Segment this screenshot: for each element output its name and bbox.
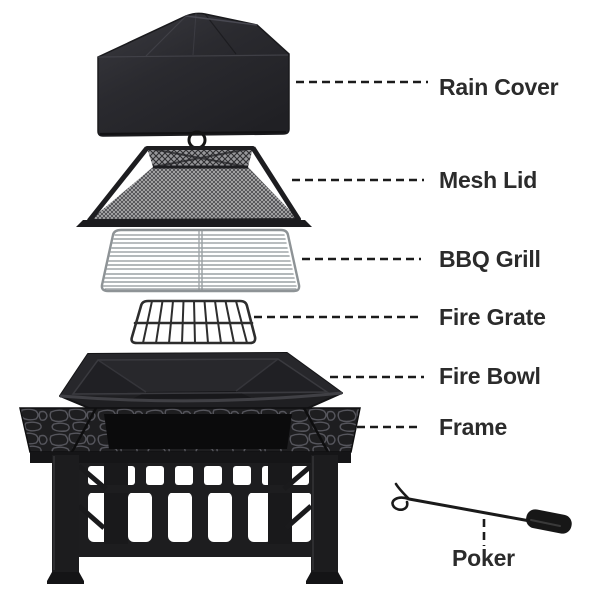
frame-illustration (19, 407, 361, 584)
rain-cover-illustration (97, 12, 290, 137)
label-fire-bowl: Fire Bowl (439, 363, 541, 389)
bbq-grill-illustration (100, 228, 301, 293)
label-bbq-grill: BBQ Grill (439, 246, 541, 272)
poker-illustration (391, 482, 572, 534)
label-poker: Poker (452, 545, 515, 571)
label-mesh-lid: Mesh Lid (439, 167, 538, 193)
label-rain-cover: Rain Cover (439, 74, 559, 100)
label-fire-grate: Fire Grate (439, 304, 546, 330)
fire-grate-illustration (130, 299, 257, 345)
mesh-lid-illustration (76, 130, 312, 227)
label-frame: Frame (439, 414, 508, 440)
